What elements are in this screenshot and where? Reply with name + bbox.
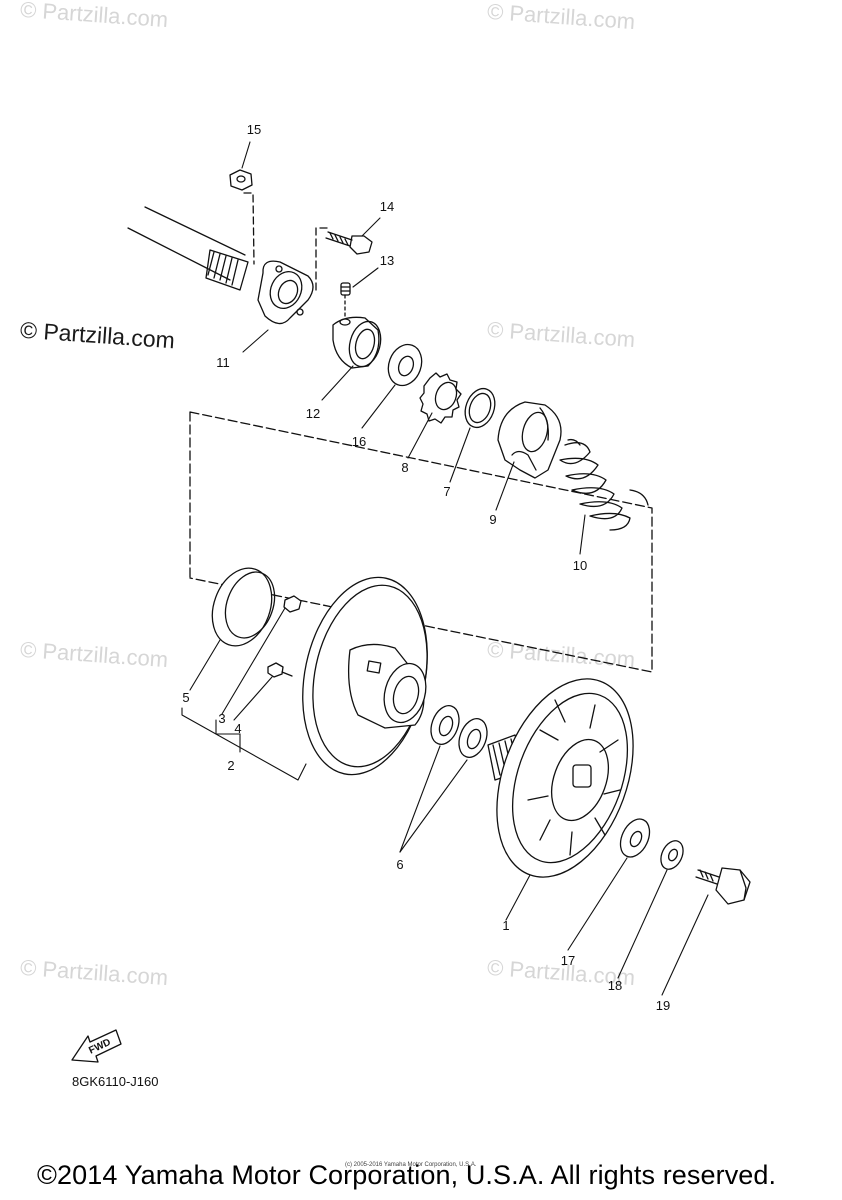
callout-9: 9 [489, 512, 496, 527]
part-4-screw [267, 662, 293, 678]
fwd-arrow-icon: FWD [71, 1029, 122, 1063]
callout-3: 3 [218, 711, 225, 726]
part-6-washers [430, 705, 488, 758]
callout-18: 18 [608, 978, 622, 993]
callout-11: 11 [216, 355, 230, 370]
leader-dash [243, 192, 255, 265]
callout-4: 4 [234, 721, 241, 736]
leader-dash [315, 227, 329, 291]
part-18-washer [660, 840, 684, 870]
part-11-housing [257, 260, 314, 325]
part-7-circlip [464, 387, 496, 429]
callout-13: 13 [380, 253, 394, 268]
callout-labels: 15 14 13 11 12 16 8 7 9 10 5 3 4 2 6 1 1… [182, 122, 670, 1013]
callout-2: 2 [227, 758, 234, 773]
callout-8: 8 [401, 460, 408, 475]
callout-16: 16 [352, 434, 366, 449]
part-15-nut [229, 169, 253, 191]
callout-14: 14 [380, 199, 394, 214]
part-12-bearing [332, 316, 382, 369]
callout-17: 17 [561, 953, 575, 968]
copyright-notice: ©2014 Yamaha Motor Corporation, U.S.A. A… [37, 1160, 777, 1190]
part-9-torque-cam [497, 401, 562, 479]
callout-19: 19 [656, 998, 670, 1013]
part-1-fixed-sheave [487, 678, 634, 878]
micro-copyright: (c) 2005-2016 Yamaha Motor Corporation, … [345, 1162, 477, 1168]
part-10-spring [559, 438, 649, 531]
callout-leaders [181, 141, 709, 996]
shaft-line [127, 227, 231, 281]
part-3-pin [283, 595, 302, 613]
part-5-ring [211, 567, 276, 647]
part-17-washer [619, 818, 651, 858]
part-2-sheave [302, 576, 428, 776]
callout-7: 7 [443, 484, 450, 499]
part-19-bolt [695, 867, 751, 905]
part-16-washer [387, 343, 423, 387]
callout-6: 6 [396, 857, 403, 872]
part-13-screw [340, 282, 351, 319]
callout-1: 1 [502, 918, 509, 933]
part-14-bolt [325, 231, 373, 255]
diagram-code: 8GK6110-J160 [72, 1074, 159, 1089]
shaft-line [144, 206, 246, 256]
callout-5: 5 [182, 690, 189, 705]
part-8-lock-washer [419, 372, 462, 424]
callout-10: 10 [573, 558, 587, 573]
callout-15: 15 [247, 122, 261, 137]
splined-shaft [205, 249, 249, 291]
callout-12: 12 [306, 406, 320, 421]
